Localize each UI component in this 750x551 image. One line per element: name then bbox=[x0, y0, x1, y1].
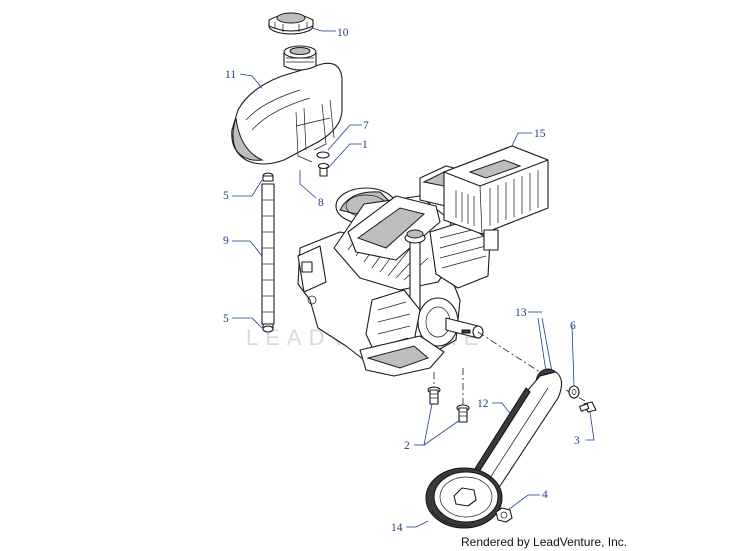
callout-leaders bbox=[232, 27, 595, 528]
callout-1[interactable]: 1 bbox=[362, 139, 368, 151]
bolt-1-part[interactable] bbox=[317, 162, 330, 177]
muffler-part[interactable] bbox=[443, 145, 549, 251]
fuel-tank-part[interactable] bbox=[231, 45, 343, 165]
callout-2[interactable]: 2 bbox=[404, 440, 410, 452]
callout-9[interactable]: 9 bbox=[223, 235, 229, 247]
fuel-line-part[interactable] bbox=[261, 183, 275, 325]
bolt-2-right-part[interactable] bbox=[456, 404, 470, 423]
washer-7-part[interactable] bbox=[316, 151, 330, 159]
hose-clamp-bottom-part[interactable] bbox=[262, 323, 274, 333]
callout-5-top[interactable]: 5 bbox=[223, 190, 229, 202]
fuel-cap-part[interactable] bbox=[268, 12, 314, 35]
alignment-line bbox=[477, 331, 547, 377]
callout-3[interactable]: 3 bbox=[574, 435, 580, 447]
callout-14[interactable]: 14 bbox=[391, 522, 403, 534]
nut-4-part[interactable] bbox=[495, 507, 513, 523]
hose-clamp-top-part[interactable] bbox=[262, 172, 274, 182]
callout-5-bottom[interactable]: 5 bbox=[223, 313, 229, 325]
callout-12[interactable]: 12 bbox=[477, 398, 489, 410]
engine-assembly bbox=[297, 165, 491, 377]
bolt-2-left-part[interactable] bbox=[427, 386, 441, 405]
footer-credit: Rendered by LeadVenture, Inc. bbox=[461, 535, 628, 549]
callout-10[interactable]: 10 bbox=[337, 27, 349, 39]
callout-11[interactable]: 11 bbox=[225, 69, 236, 81]
callout-8[interactable]: 8 bbox=[318, 197, 324, 209]
callout-4[interactable]: 4 bbox=[542, 489, 548, 501]
callout-7[interactable]: 7 bbox=[363, 120, 369, 132]
driven-pulley-part[interactable] bbox=[425, 467, 503, 529]
bolt-3-part[interactable] bbox=[579, 401, 597, 413]
callout-6[interactable]: 6 bbox=[570, 320, 576, 332]
callout-15[interactable]: 15 bbox=[534, 128, 546, 140]
washer-6-part[interactable] bbox=[568, 385, 580, 399]
tank-bracket-part[interactable] bbox=[295, 99, 335, 163]
callout-13[interactable]: 13 bbox=[515, 307, 527, 319]
